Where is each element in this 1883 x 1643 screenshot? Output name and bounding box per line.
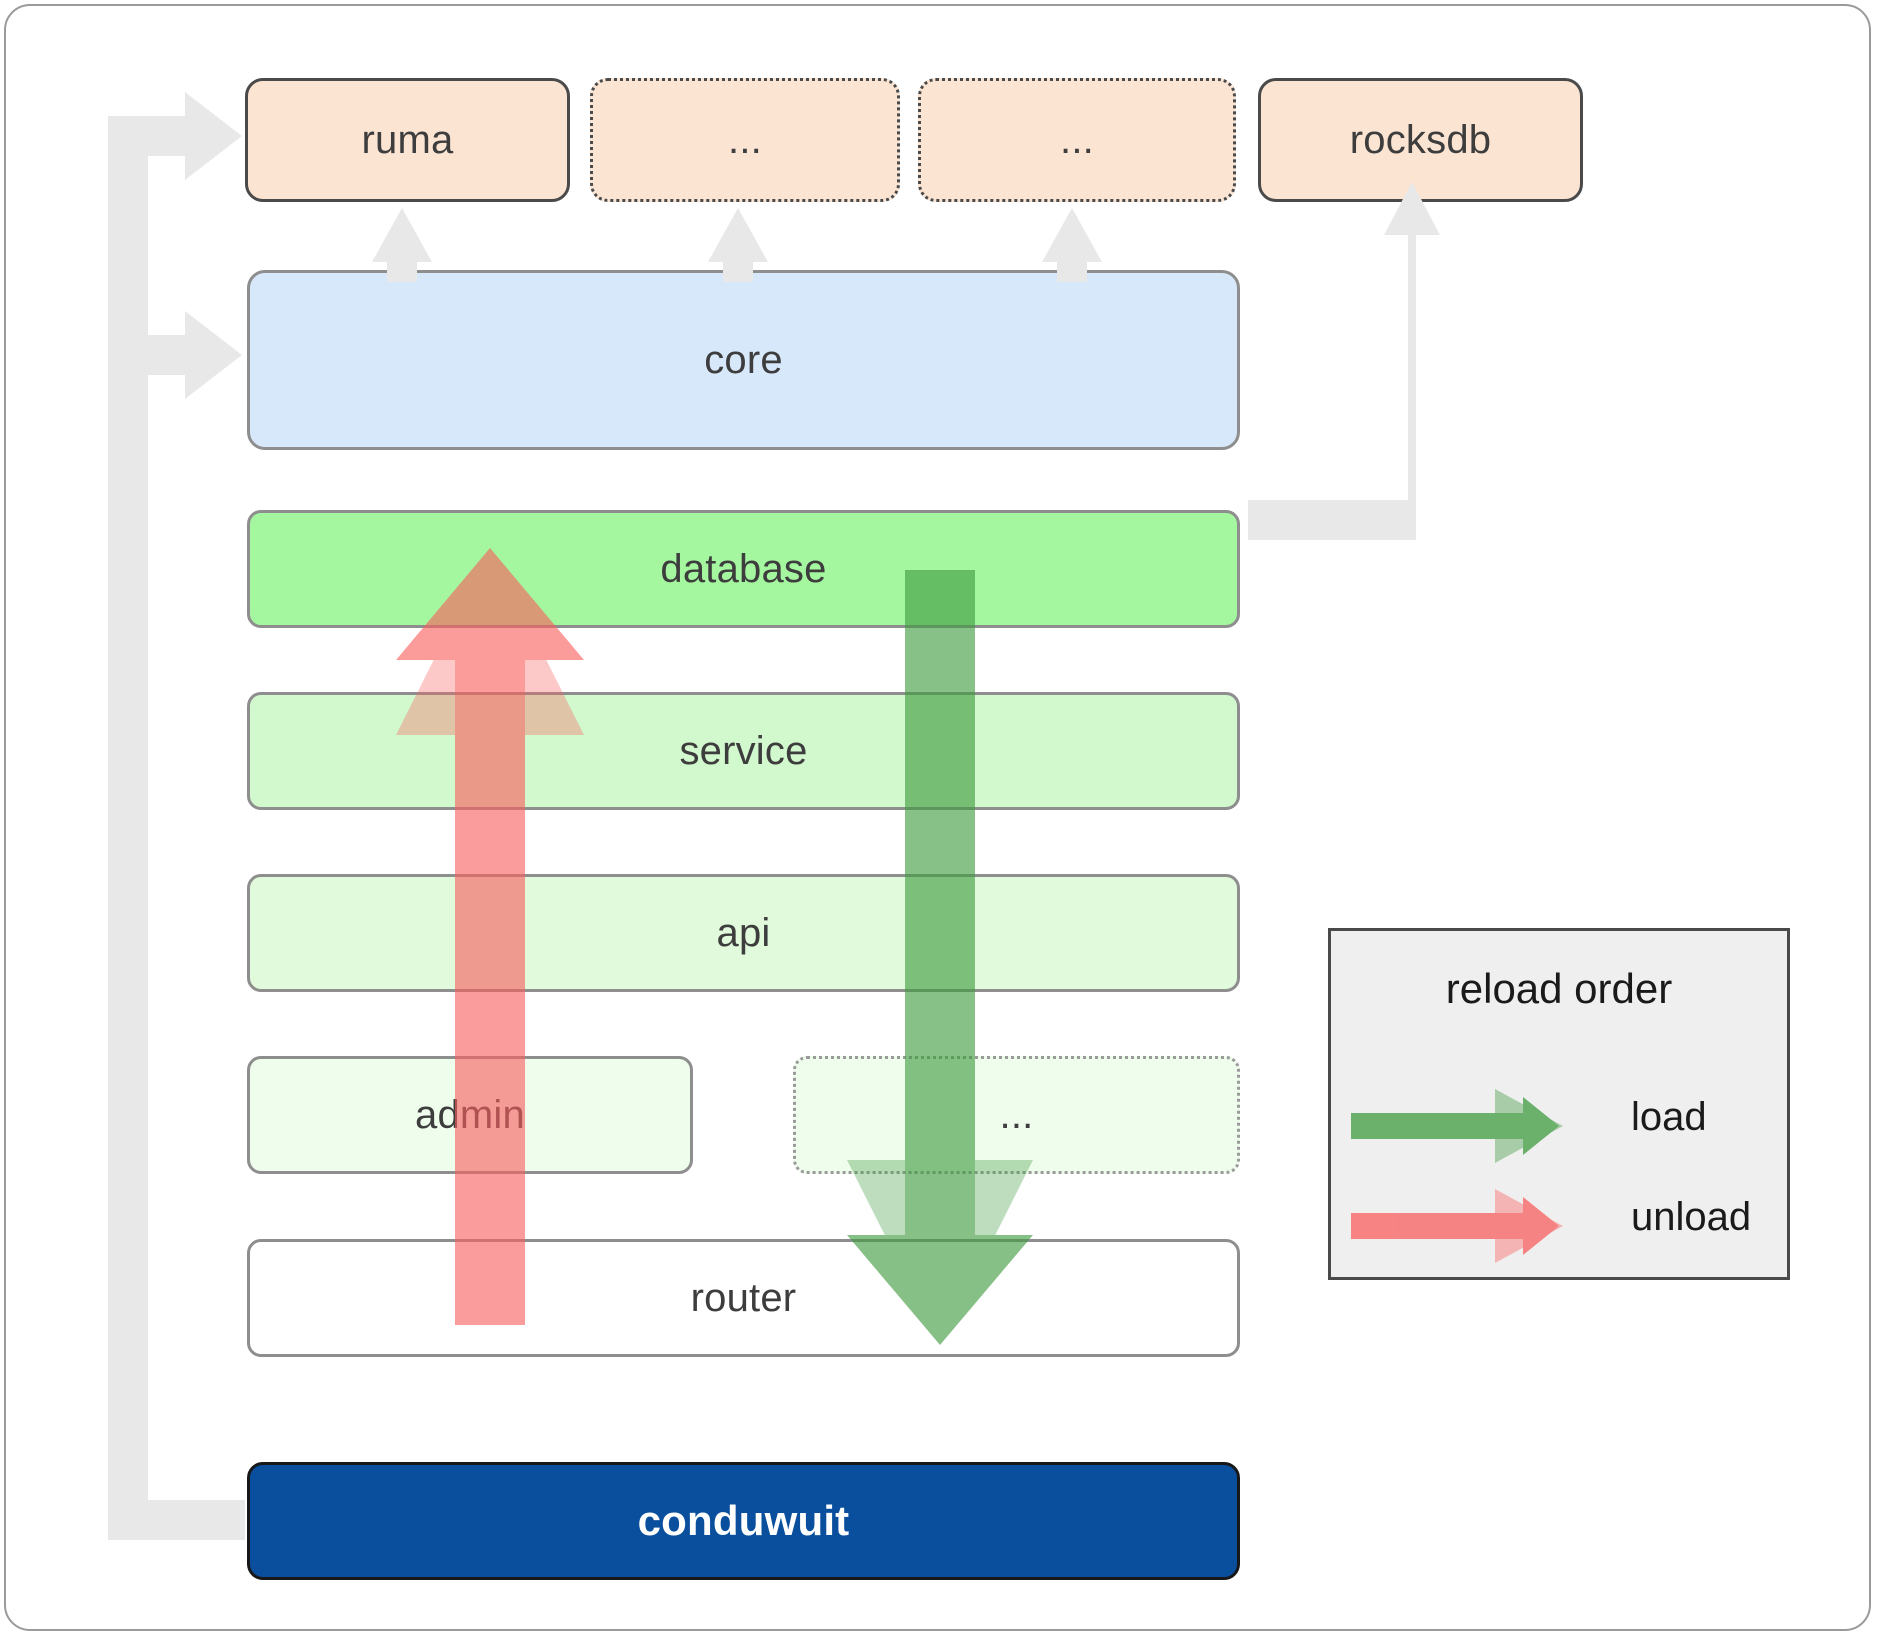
node-conduwuit[interactable]: conduwuit [247, 1462, 1240, 1580]
node-database-label: database [660, 546, 827, 591]
node-service[interactable]: service [247, 692, 1240, 810]
node-rocksdb[interactable]: rocksdb [1258, 78, 1583, 202]
node-router-label: router [690, 1275, 797, 1320]
node-api-label: api [716, 910, 771, 955]
node-core-label: core [704, 337, 783, 382]
node-core[interactable]: core [247, 270, 1240, 450]
legend-load-label: load [1631, 1095, 1707, 1139]
node-router[interactable]: router [247, 1239, 1240, 1357]
node-service-label: service [679, 728, 808, 773]
node-crate-ellipsis[interactable]: ... [793, 1056, 1240, 1174]
node-rocksdb-label: rocksdb [1349, 117, 1492, 162]
legend-panel: reload order load unload [1328, 928, 1790, 1280]
node-ruma-label: ruma [361, 117, 454, 162]
unload-arrow-icon [1351, 1189, 1563, 1263]
node-dependency-ellipsis-1[interactable]: ... [590, 78, 900, 202]
node-crate-ellipsis-label: ... [999, 1092, 1034, 1137]
load-arrow-icon [1351, 1089, 1563, 1163]
legend-title: reload order [1445, 965, 1673, 1012]
node-conduwuit-label: conduwuit [637, 1497, 850, 1544]
node-admin-label: admin [415, 1092, 525, 1137]
node-ruma[interactable]: ruma [245, 78, 570, 202]
legend-row-load: load [1331, 1081, 1787, 1171]
legend-unload-label: unload [1631, 1195, 1752, 1239]
node-dependency-ellipsis-1-label: ... [728, 117, 762, 162]
node-api[interactable]: api [247, 874, 1240, 992]
legend-row-unload: unload [1331, 1181, 1787, 1271]
node-dependency-ellipsis-2-label: ... [1060, 117, 1094, 162]
node-dependency-ellipsis-2[interactable]: ... [918, 78, 1236, 202]
node-database[interactable]: database [247, 510, 1240, 628]
node-admin[interactable]: admin [247, 1056, 693, 1174]
